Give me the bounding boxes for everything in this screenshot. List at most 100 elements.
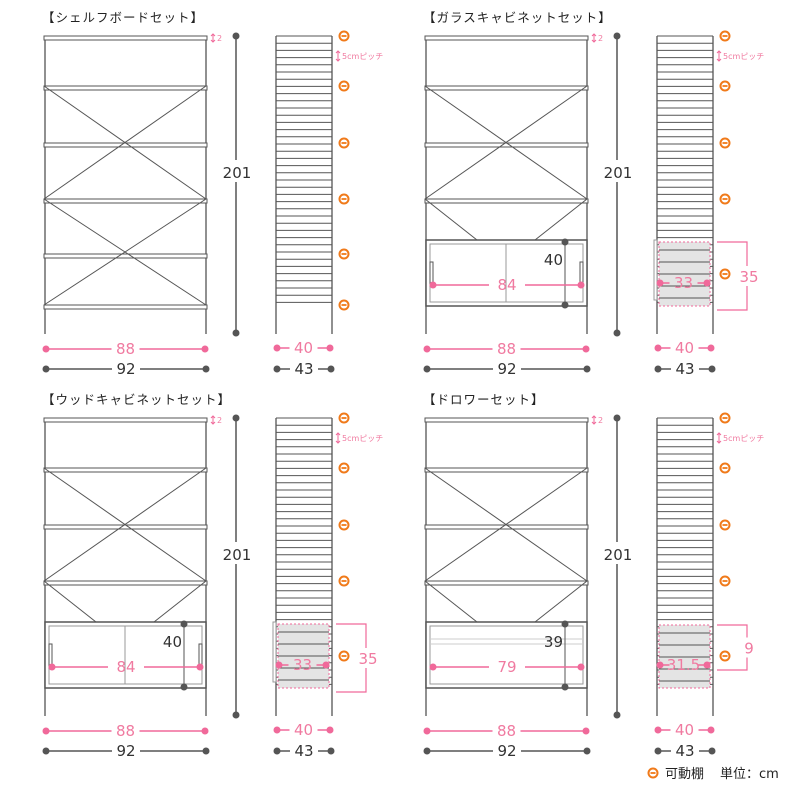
cabinet-height-label: 40 xyxy=(544,251,563,269)
pitch-arrow xyxy=(335,50,341,62)
dim-end xyxy=(656,279,664,287)
cabinet-front xyxy=(429,625,584,685)
pitch-arrow xyxy=(716,50,722,62)
dim-end xyxy=(327,365,335,373)
unit-label: 単位：cm xyxy=(720,766,779,782)
dim-end xyxy=(232,711,240,719)
dim-end xyxy=(423,345,431,353)
dim-end xyxy=(708,747,716,755)
dim-label: 92 xyxy=(116,742,135,760)
icon-ring xyxy=(647,767,659,779)
icon-ring xyxy=(338,299,350,311)
dim-end xyxy=(613,329,621,337)
movable-shelf-icon xyxy=(338,462,350,474)
side-height-label: 35 xyxy=(358,650,377,668)
dim-label: 84 xyxy=(116,658,135,676)
dim-label: 40 xyxy=(294,339,313,357)
dim-end xyxy=(613,414,621,422)
brace xyxy=(43,198,207,306)
cabinet-depth-dim: 33 xyxy=(656,274,711,292)
dim-label: 43 xyxy=(294,742,313,760)
dim-end xyxy=(201,345,209,353)
dim-end xyxy=(429,281,437,289)
dim-end xyxy=(180,620,188,628)
shelf-board xyxy=(424,142,589,148)
movable-shelf-icon xyxy=(338,30,350,42)
dim-end xyxy=(423,365,431,373)
outer-depth-dim: 43 xyxy=(273,360,335,378)
label-bg xyxy=(739,637,759,658)
icon-ring xyxy=(338,519,350,531)
icon-ring xyxy=(338,575,350,587)
dim-end xyxy=(275,661,283,669)
dim-end xyxy=(273,726,281,734)
movable-shelf-icon xyxy=(338,248,350,260)
top-gap-arrow xyxy=(210,415,216,425)
outer-depth-dim: 43 xyxy=(273,742,335,760)
dim-label: 92 xyxy=(497,360,516,378)
dim-end xyxy=(42,727,50,735)
dim-end xyxy=(273,747,281,755)
panel-title: 【ガラスキャビネットセット】 xyxy=(423,10,612,25)
panel-title: 【ウッドキャビネットセット】 xyxy=(42,392,231,407)
height-label: 201 xyxy=(223,546,252,564)
top-gap-label: 2 xyxy=(217,416,222,425)
dim-label: 92 xyxy=(497,742,516,760)
dim-label: 88 xyxy=(497,340,516,358)
panel-title: 【ドロワーセット】 xyxy=(423,392,545,407)
inner-depth-dim: 40 xyxy=(273,721,334,739)
icon-ring xyxy=(338,80,350,92)
dim-end xyxy=(423,747,431,755)
cabinet-depth-dim: 31.5 xyxy=(656,656,711,674)
icon-ring xyxy=(338,248,350,260)
dim-end xyxy=(561,238,569,246)
brace xyxy=(43,467,207,582)
dim-end xyxy=(654,365,662,373)
shelf-board xyxy=(43,467,208,473)
shelf-board xyxy=(424,417,589,423)
dim-end xyxy=(180,683,188,691)
movable-shelf-icon xyxy=(719,412,731,424)
movable-shelf-icon xyxy=(719,80,731,92)
dim-end xyxy=(42,365,50,373)
dim-end xyxy=(561,683,569,691)
dim-label: 40 xyxy=(294,721,313,739)
dim-end xyxy=(707,344,715,352)
label-bg xyxy=(358,648,378,668)
height-label: 201 xyxy=(604,164,633,182)
movable-shelf-icon xyxy=(719,575,731,587)
shelf-board xyxy=(43,142,208,148)
label-bg xyxy=(222,160,250,182)
dim-end xyxy=(326,344,334,352)
height-label: 201 xyxy=(604,546,633,564)
icon-ring xyxy=(719,268,731,280)
dim-label: 88 xyxy=(116,340,135,358)
dim-end xyxy=(583,747,591,755)
dim-end xyxy=(703,279,711,287)
dim-end xyxy=(613,32,621,40)
icon-ring xyxy=(719,519,731,531)
icon-ring xyxy=(338,193,350,205)
movable-shelf-icon xyxy=(338,519,350,531)
shelf-board xyxy=(43,85,208,91)
movable-shelf-icon xyxy=(647,767,659,779)
legend: 可動棚単位：cm xyxy=(647,766,779,782)
dim-end xyxy=(322,661,330,669)
label-bg xyxy=(222,542,250,564)
cabinet-width-dim: 84 xyxy=(429,276,585,294)
pitch-label: 5cmピッチ xyxy=(723,434,764,443)
shelf-board xyxy=(424,524,589,530)
movable-shelf-icon xyxy=(338,137,350,149)
dim-label: 40 xyxy=(675,721,694,739)
icon-ring xyxy=(338,137,350,149)
icon-ring xyxy=(719,412,731,424)
dim-end xyxy=(196,663,204,671)
dim-end xyxy=(561,620,569,628)
top-gap-arrow xyxy=(591,33,597,43)
brace xyxy=(424,198,478,241)
inner-width-dim: 88 xyxy=(42,722,209,740)
